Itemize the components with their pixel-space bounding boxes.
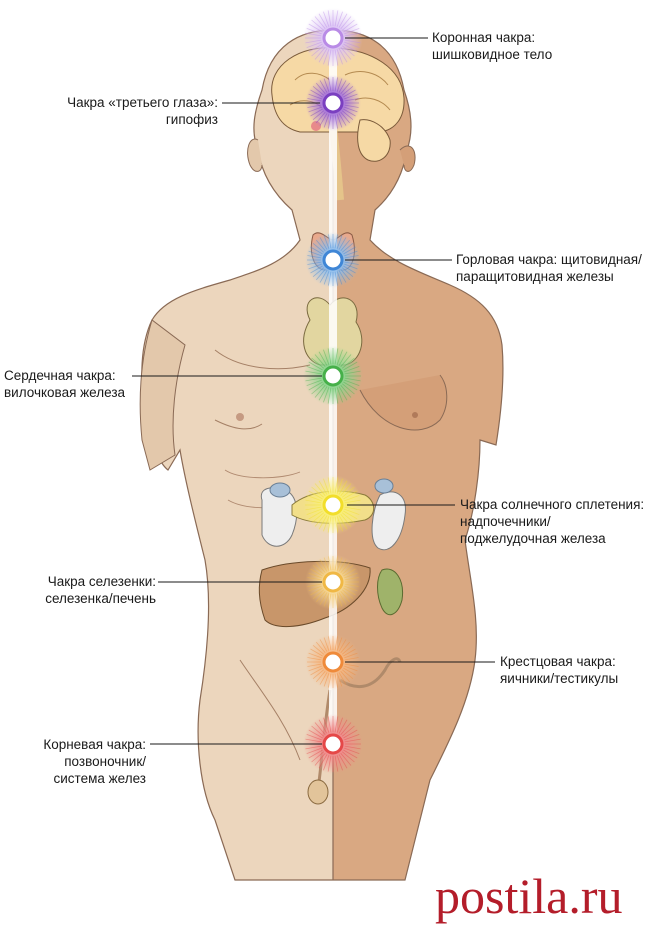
label-throat-chakra: Горловая чакра: щитовидная/ паращитовидн… (456, 252, 642, 284)
chakra-throat-marker (305, 232, 361, 288)
label-solar-plexus-chakra: Чакра солнечного сплетения: надпочечники… (460, 497, 645, 546)
chakra-root-marker (303, 714, 363, 774)
chakra-heart-marker (303, 346, 363, 406)
label-heart-chakra: Сердечная чакра: вилочковая железа (4, 368, 126, 400)
label-crown-chakra: Коронная чакра: шишковидное тело (432, 30, 553, 62)
watermark-logo: postila.ru (435, 868, 623, 924)
label-third-eye-chakra: Чакра «третьего глаза»: гипофиз (67, 95, 218, 127)
label-spleen-chakra: Чакра селезенки: селезенка/печень (45, 574, 156, 606)
spleen (377, 568, 404, 616)
leader-lines (132, 37, 495, 745)
label-root-chakra: Корневая чакра: позвоночник/ система жел… (43, 737, 146, 786)
chakra-third-eye-marker (305, 75, 361, 131)
body-right-half (333, 29, 504, 881)
body-left-half (139, 29, 333, 881)
chakra-crown-marker (303, 8, 363, 68)
chakra-sacral-marker (305, 634, 361, 690)
chakra-spleen-marker (305, 554, 361, 610)
chakra-solar-plexus-marker (303, 475, 363, 535)
label-sacral-chakra: Крестцовая чакра: яичники/тестикулы (500, 654, 619, 686)
testicle (307, 779, 329, 805)
